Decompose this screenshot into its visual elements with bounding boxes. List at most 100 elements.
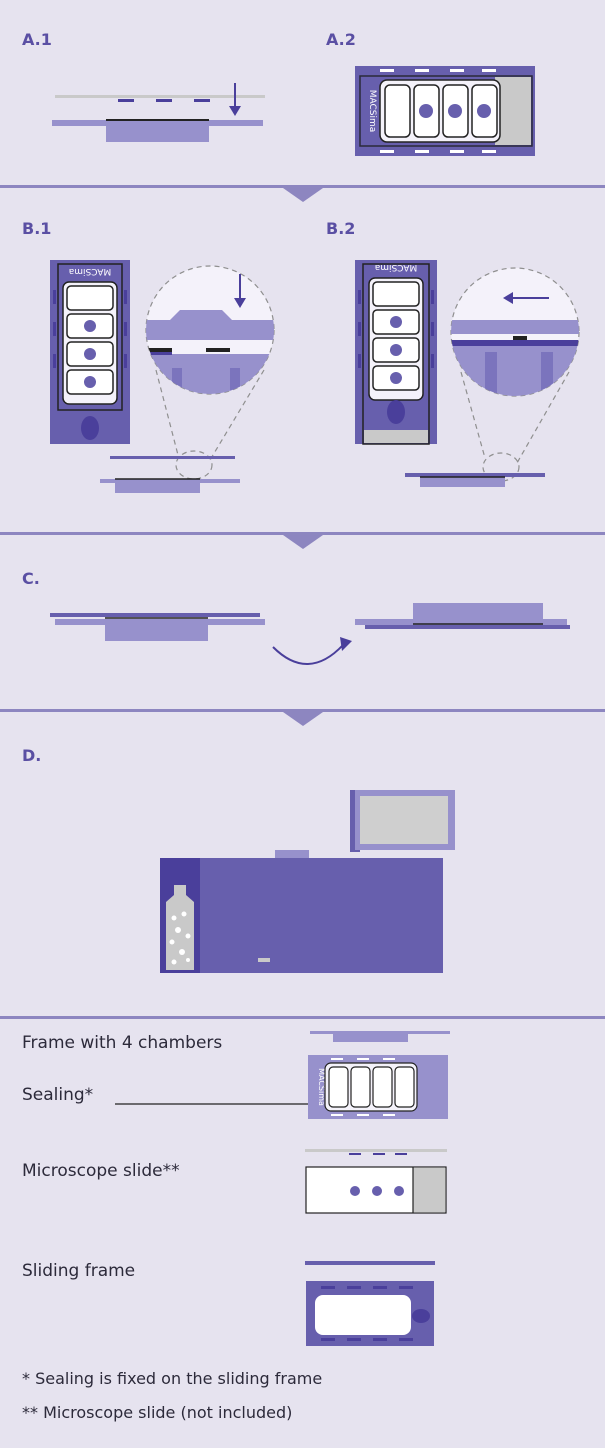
legend-sliding-slot <box>373 1286 387 1289</box>
a2-brand: MACSima <box>367 90 377 133</box>
a2-slide-outline <box>359 75 533 147</box>
b1-zoom-base <box>146 354 274 370</box>
section-a: A.1 A.2 MACSima <box>0 0 605 185</box>
legend-slide-side-dot <box>349 1153 361 1155</box>
b1-slot <box>53 290 56 304</box>
section-c: C. <box>0 549 605 709</box>
a2-top-view: MACSima <box>355 66 535 156</box>
legend-sliding-label: Sliding frame <box>22 1261 136 1281</box>
legend-chamber <box>350 1066 371 1108</box>
step-arrow <box>283 188 323 202</box>
legend-frame-slot <box>357 1114 369 1116</box>
legend-slide-sample <box>394 1186 404 1196</box>
c-side-left <box>50 613 265 641</box>
a2-sample <box>448 104 462 118</box>
b1-slot <box>53 354 56 368</box>
a2-slot <box>482 69 496 72</box>
b1-slot <box>124 290 127 304</box>
a1-frame-body <box>106 126 209 142</box>
b2-zoom-source <box>482 452 520 482</box>
footnote-sealing: * Sealing is fixed on the sliding frame <box>22 1369 323 1388</box>
legend-frame-graphic: MACSima <box>308 1031 450 1119</box>
b2-zoom-arrowhead <box>503 292 513 304</box>
b1-zoom-guide <box>155 369 179 456</box>
d-bubble <box>171 959 177 965</box>
c-side-right <box>355 603 570 629</box>
legend-slide-side-dot <box>395 1153 407 1155</box>
legend-frame-slot <box>383 1114 395 1116</box>
legend-slide-sample <box>350 1186 360 1196</box>
b1-slide-outline <box>57 263 123 411</box>
b1-side-body <box>115 483 200 493</box>
legend-frame-label: Frame with 4 chambers <box>22 1033 223 1053</box>
legend-frame-side-body <box>333 1034 408 1042</box>
legend-slide-label-area <box>413 1168 445 1212</box>
b1-sample <box>84 348 96 360</box>
b2-zoom-pillar <box>541 352 553 396</box>
footnote-slide: ** Microscope slide (not included) <box>22 1403 293 1422</box>
legend-frame-slot <box>383 1058 395 1060</box>
b1-diagram: MACSima <box>50 260 275 493</box>
b1-sample <box>84 376 96 388</box>
b2-zoom-plate <box>451 340 579 346</box>
d-top-lid <box>275 850 309 858</box>
b2-slide-outline <box>362 263 430 445</box>
d-bubble <box>171 915 177 921</box>
a2-sample <box>419 104 433 118</box>
legend-frame-slot <box>331 1114 343 1116</box>
legend-slide-side-dot <box>373 1153 385 1155</box>
legend-chamber <box>328 1066 349 1108</box>
step-arrow <box>283 535 323 549</box>
legend-slide-side <box>305 1149 447 1152</box>
b1-zoom-source <box>175 450 213 480</box>
b2-zoom-seal <box>513 336 527 340</box>
b2-slot <box>358 290 361 304</box>
divider-a-b <box>0 185 605 188</box>
legend-frame-side-top <box>310 1031 450 1034</box>
b1-zoom-arrowhead <box>234 298 246 308</box>
b2-zoom-body <box>451 346 579 396</box>
d-bubble <box>181 911 187 917</box>
legend-chamber <box>372 1066 393 1108</box>
section-d: D. <box>0 726 605 1016</box>
b1-zoom-seal <box>206 348 230 352</box>
b2-brand: MACSima <box>375 262 418 272</box>
b2-slot <box>358 354 361 368</box>
b1-zoom-seal <box>146 348 172 352</box>
d-bubble <box>179 949 185 955</box>
a2-slot <box>380 69 394 72</box>
c-left-slide <box>50 613 260 617</box>
d-bubble <box>185 933 191 939</box>
a2-sample <box>477 104 491 118</box>
a2-slot <box>450 150 464 153</box>
legend-pointer-line <box>115 1103 310 1105</box>
legend-sliding-slot <box>399 1338 413 1341</box>
section-b: B.1 B.2 MACSima <box>0 202 605 532</box>
a2-slot <box>415 150 429 153</box>
legend-chamber <box>394 1066 415 1108</box>
label-c: C. <box>22 569 40 588</box>
c-flip-path <box>272 644 344 665</box>
legend-sliding-side <box>305 1261 435 1265</box>
section-legend: Frame with 4 chambers Sealing* Microscop… <box>0 1019 605 1448</box>
d-bubble <box>169 939 175 945</box>
legend-slide-label: Microscope slide** <box>22 1161 180 1181</box>
b1-zoom-pillar <box>230 368 240 394</box>
legend-sliding-slot <box>373 1338 387 1341</box>
label-b2: B.2 <box>326 219 356 238</box>
legend-sliding-slot <box>347 1286 361 1289</box>
a2-chamber <box>384 84 411 138</box>
b2-zoom-guide <box>460 371 486 459</box>
divider-c-d <box>0 709 605 712</box>
b1-zoom-body <box>146 370 274 394</box>
b1-side-plate <box>100 479 240 483</box>
d-bubble <box>175 927 181 933</box>
b1-grip <box>81 416 99 440</box>
c-flip-arrow <box>272 637 352 665</box>
c-right-plate <box>355 619 567 625</box>
c-flip-arrowhead <box>340 637 352 651</box>
a2-slot <box>450 69 464 72</box>
b1-side-slide <box>110 456 235 459</box>
step-arrow <box>283 712 323 726</box>
label-a2: A.2 <box>326 30 356 49</box>
